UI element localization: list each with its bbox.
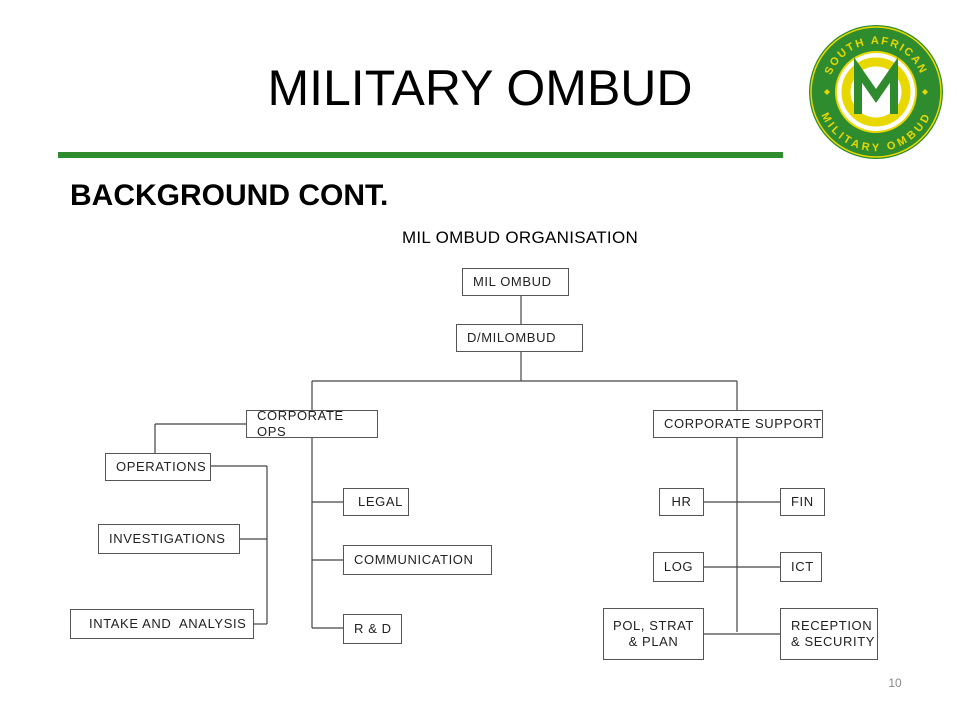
page-number: 10 <box>888 676 902 690</box>
node-hr: HR <box>659 488 704 516</box>
org-chart-title: MIL OMBUD ORGANISATION <box>401 228 639 247</box>
slide-subtitle: BACKGROUND CONT. <box>70 179 389 212</box>
node-communication: COMMUNICATION <box>343 545 492 575</box>
node-pol-strat-plan: POL, STRAT & PLAN <box>603 608 704 660</box>
node-operations: OPERATIONS <box>105 453 211 481</box>
node-corporate-support: CORPORATE SUPPORT <box>653 410 823 438</box>
node-ict: ICT <box>780 552 822 582</box>
node-legal: LEGAL <box>343 488 409 516</box>
node-log: LOG <box>653 552 704 582</box>
slide-title: MILITARY OMBUD <box>267 60 693 116</box>
node-mil-ombud: MIL OMBUD <box>462 268 569 296</box>
military-ombud-logo: SOUTH AFRICAN MILITARY OMBUD <box>809 25 943 159</box>
node-reception-security: RECEPTION & SECURITY <box>780 608 878 660</box>
node-fin: FIN <box>780 488 825 516</box>
node-d-milombud: D/MILOMBUD <box>456 324 583 352</box>
node-corporate-ops: CORPORATE OPS <box>246 408 378 439</box>
node-investigations: INVESTIGATIONS <box>98 524 240 554</box>
node-intake-and-analysis: INTAKE AND ANALYSIS <box>70 609 254 639</box>
node-r-and-d: R & D <box>343 614 402 644</box>
title-underline <box>58 152 783 158</box>
